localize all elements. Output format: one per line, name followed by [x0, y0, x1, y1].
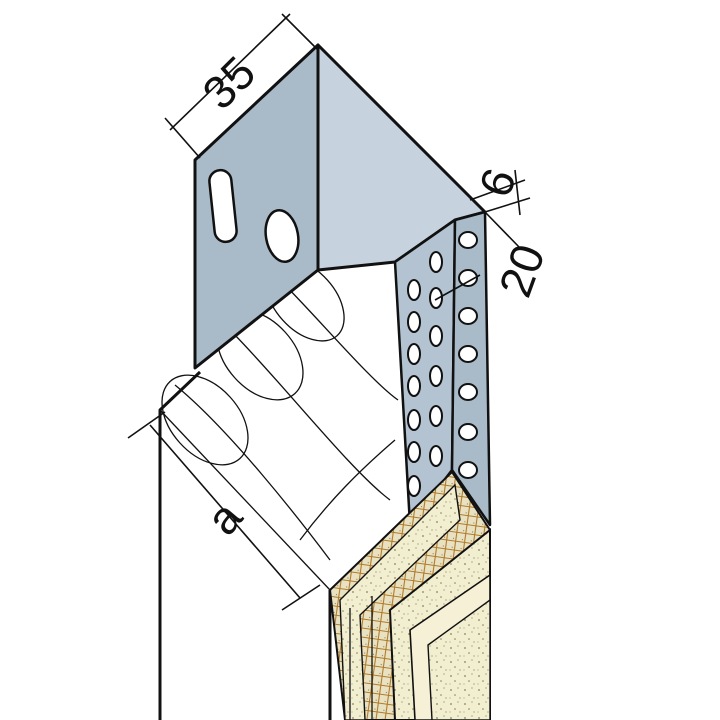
round-hole-icon — [264, 208, 300, 264]
render-layers — [328, 470, 491, 720]
perforated-leg-right — [450, 210, 492, 527]
insulation-board — [158, 232, 400, 720]
dimension-label-20: 20 — [489, 238, 555, 304]
perforation-icon — [458, 231, 478, 479]
profile-flange — [193, 43, 320, 370]
mineral-wool-pattern — [161, 258, 399, 561]
slot-hole-icon — [208, 168, 238, 244]
perforation-icon — [407, 251, 443, 497]
